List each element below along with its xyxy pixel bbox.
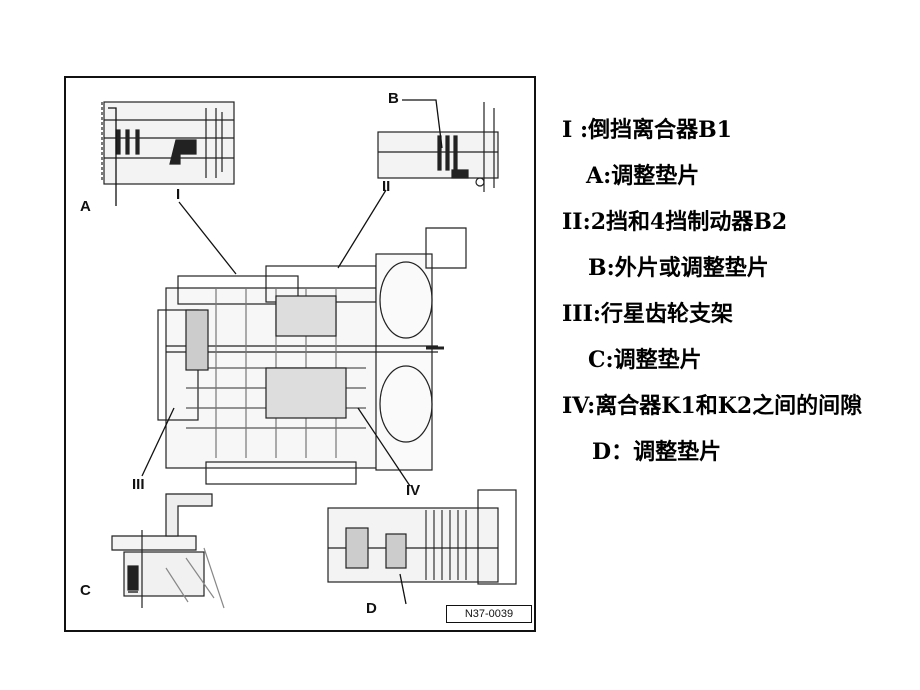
callout-II: II — [382, 178, 391, 195]
callout-I: I — [176, 186, 181, 203]
detail-II-drawing — [377, 102, 499, 192]
diagram-frame: A B C D I II III IV N37-0039 — [64, 76, 536, 632]
legend-item-IV: IV:离合器K1和K2之间的间隙 — [562, 393, 863, 419]
detail-I-drawing — [101, 101, 235, 185]
callout-III: III — [132, 476, 145, 493]
figure-code: N37-0039 — [446, 605, 532, 623]
detail-IV-drawing — [327, 489, 517, 585]
legend-item-C: C:调整垫片 — [588, 347, 702, 373]
callout-D: D — [366, 600, 377, 617]
legend-item-II: II:2挡和4挡制动器B2 — [562, 209, 788, 235]
legend-item-I: I :倒挡离合器B1 — [562, 117, 732, 143]
callout-IV: IV — [406, 482, 421, 499]
callout-C: C — [80, 582, 91, 599]
leader-lines — [108, 99, 443, 605]
detail-III-drawing — [111, 493, 225, 609]
callout-A: A — [80, 198, 91, 215]
callout-B: B — [388, 90, 399, 107]
legend-item-B: B:外片或调整垫片 — [588, 255, 769, 281]
main-cross-section — [157, 227, 467, 485]
legend-item-D: D：调整垫片 — [592, 439, 722, 465]
legend-item-A: A:调整垫片 — [586, 163, 700, 189]
transmission-cross-section-drawing — [101, 99, 517, 609]
legend-item-III: III:行星齿轮支架 — [562, 301, 733, 327]
